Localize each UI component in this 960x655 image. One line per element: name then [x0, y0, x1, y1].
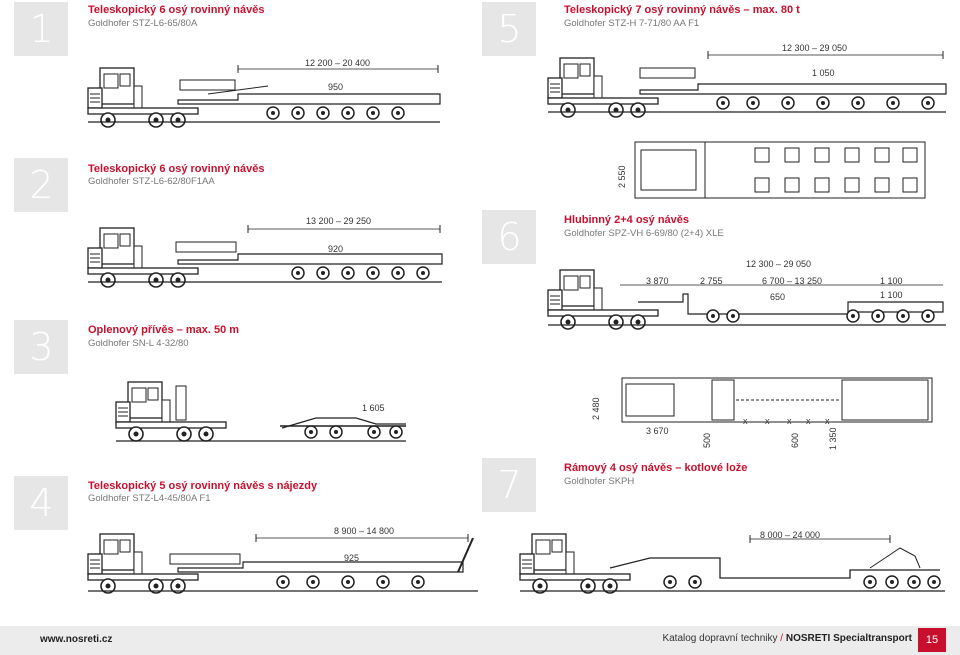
dimension-label: 950: [328, 82, 344, 92]
footer-bar: [0, 626, 960, 655]
footer-company-name: NOSRETI Specialtransport: [785, 633, 912, 644]
section-title-4: Teleskopický 5 osý rovinný návěs s nájez…: [88, 480, 318, 492]
section-title-1: Teleskopický 6 osý rovinný návěs: [88, 4, 265, 16]
trailer-drawing-7: [519, 533, 945, 594]
dimension-label: 1 100: [880, 276, 903, 286]
section-number-6: 6: [482, 210, 536, 264]
footer-website-link[interactable]: www.nosreti.cz: [40, 634, 113, 645]
section-model-3: Goldhofer SN-L 4-32/80: [88, 338, 189, 349]
top-view-mark: x: [806, 416, 811, 426]
dimension-label: 3 670: [646, 426, 669, 436]
dimension-label: 650: [770, 292, 786, 302]
dimension-label: 8 900 – 14 800: [334, 526, 395, 536]
section-title-6: Hlubinný 2+4 osý návěs: [564, 214, 690, 226]
dimension-label: 1 605: [362, 403, 385, 413]
dimension-label: 2 550: [617, 165, 627, 188]
trailer-drawing-1: [87, 65, 441, 128]
section-model-1: Goldhofer STZ-L6-65/80A: [88, 18, 198, 29]
dimension-label: 12 300 – 29 050: [782, 43, 848, 53]
dimension-label: 1 100: [880, 290, 903, 300]
top-view-drawing-2: [634, 141, 926, 199]
dimension-label: 12 200 – 20 400: [305, 58, 371, 68]
section-number-1: 1: [14, 2, 68, 56]
top-view-drawing-7: [621, 377, 933, 423]
dimension-label: 920: [328, 244, 344, 254]
section-number-4: 4: [14, 476, 68, 530]
top-view-mark: x: [787, 416, 792, 426]
dimension-label: 1 050: [812, 68, 835, 78]
section-number-2: 2: [14, 158, 68, 212]
trailer-drawing-3: [115, 381, 406, 442]
dimension-label: 8 000 – 24 000: [760, 530, 821, 540]
section-title-7: Rámový 4 osý návěs – kotlové lože: [564, 462, 748, 474]
section-title-5: Teleskopický 7 osý rovinný návěs – max. …: [564, 4, 800, 16]
section-model-6: Goldhofer SPZ-VH 6-69/80 (2+4) XLE: [564, 228, 724, 239]
dimension-label: 3 870: [646, 276, 669, 286]
dimension-label: 2 755: [700, 276, 723, 286]
top-view-mark: x: [765, 416, 770, 426]
trailer-drawing-6: [547, 269, 946, 330]
section-number-5: 5: [482, 2, 536, 56]
dimension-label: 6 700 – 13 250: [762, 276, 823, 286]
dimension-label: 500: [702, 432, 712, 448]
dimension-label: 12 300 – 29 050: [746, 259, 812, 269]
section-model-2: Goldhofer STZ-L6-62/80F1AA: [88, 176, 215, 187]
dimension-label: 925: [344, 553, 360, 563]
section-model-4: Goldhofer STZ-L4-45/80A F1: [88, 493, 211, 504]
trailer-drawing-2: [87, 225, 443, 288]
section-title-2: Teleskopický 6 osý rovinný návěs: [88, 163, 265, 175]
dimension-label: 13 200 – 29 250: [306, 216, 372, 226]
section-model-7: Goldhofer SKPH: [564, 476, 635, 487]
top-view-mark: x: [825, 416, 830, 426]
footer-catalog-text: Katalog dopravní techniky / NOSRETI Spec…: [662, 633, 912, 644]
footer-separator: /: [780, 633, 784, 644]
section-model-5: Goldhofer STZ-H 7-71/80 AA F1: [564, 18, 700, 29]
trailer-drawing-5: [547, 51, 947, 118]
section-number-7: 7: [482, 458, 536, 512]
dimension-label: 600: [790, 432, 800, 448]
top-view-mark: x: [743, 416, 748, 426]
footer-catalog-label: Katalog dopravní techniky: [662, 633, 778, 644]
section-number-3: 3: [14, 320, 68, 374]
section-title-3: Oplenový přívěs – max. 50 m: [88, 324, 240, 336]
page-number: 15: [918, 628, 946, 652]
trailer-drawing-4: [87, 533, 478, 594]
dimension-label: 2 480: [591, 397, 601, 420]
